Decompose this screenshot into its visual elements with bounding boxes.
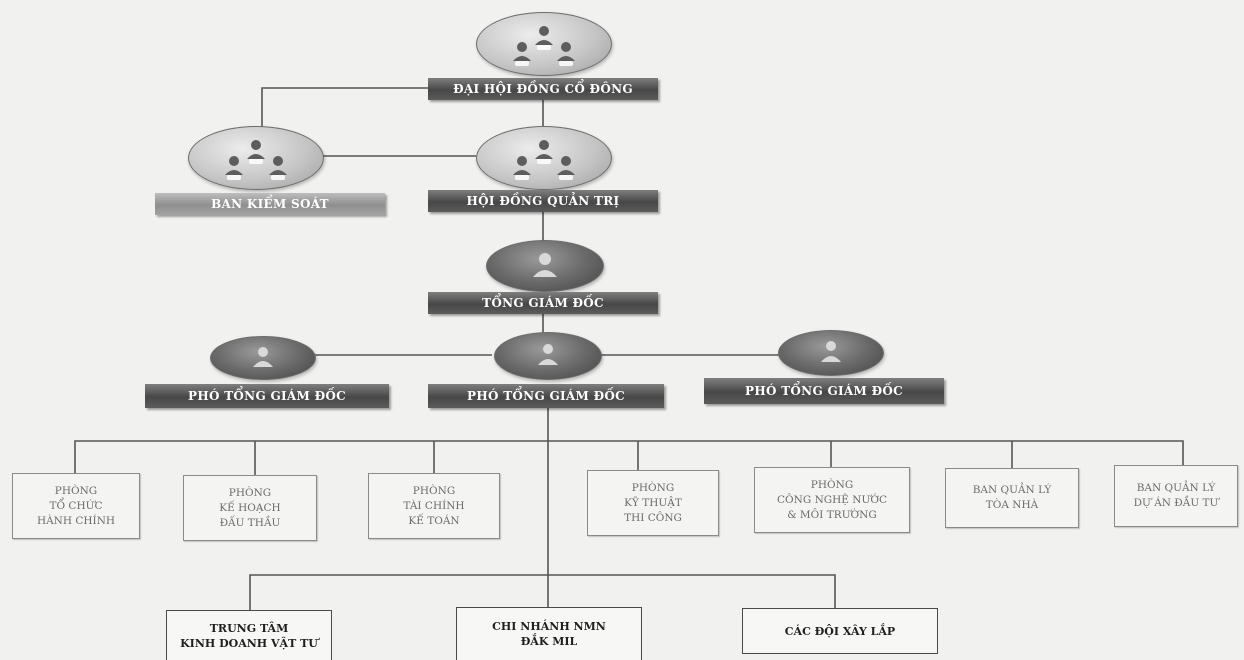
- person-icon: [533, 253, 557, 277]
- board-ellipse: [476, 126, 612, 190]
- deputy-banner-left: PHÓ TỔNG GIÁM ĐỐC: [145, 384, 389, 408]
- deputy-banner-center: PHÓ TỔNG GIÁM ĐỐC: [428, 384, 664, 408]
- deputy-ellipse-right: [778, 330, 884, 376]
- supervisory-ellipse: [188, 126, 324, 190]
- shareholders-ellipse: [476, 12, 612, 76]
- supervisory-banner: BAN KIỂM SOÁT: [155, 193, 385, 215]
- people-group-icon: [513, 26, 575, 66]
- unit-construction-teams: CÁC ĐỘI XÂY LẮP: [742, 608, 938, 654]
- deputy-banner-right: PHÓ TỔNG GIÁM ĐỐC: [704, 378, 944, 404]
- people-group-icon: [513, 140, 575, 180]
- deputy-ellipse-center: [494, 332, 602, 380]
- person-icon: [253, 347, 273, 367]
- ceo-banner: TỔNG GIÁM ĐỐC: [428, 292, 658, 314]
- deputy-ellipse-left: [210, 336, 316, 380]
- board-banner: HỘI ĐỒNG QUẢN TRỊ: [428, 190, 658, 212]
- person-icon: [538, 344, 558, 365]
- ceo-ellipse: [486, 240, 604, 292]
- people-group-icon: [225, 140, 287, 180]
- person-icon: [821, 341, 841, 362]
- shareholders-banner: ĐẠI HỘI ĐỒNG CỔ ĐÔNG: [428, 78, 658, 100]
